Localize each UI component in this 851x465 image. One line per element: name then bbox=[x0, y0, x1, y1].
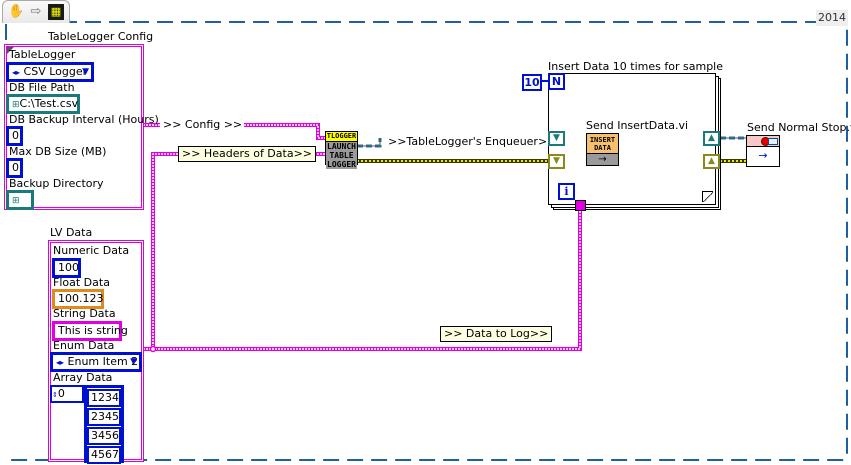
dropdown-arrow-icon[interactable]: ▼ bbox=[130, 357, 137, 367]
queue-shift-register-left: ▼ bbox=[548, 131, 565, 146]
config-cluster[interactable]: TableLogger ◂▸ CSV Logger ▼ DB File Path… bbox=[4, 44, 159, 210]
path-icon: ⊞ bbox=[12, 196, 20, 206]
config-wire-label: >> Config >> bbox=[161, 118, 245, 131]
enum-data-label: Enum Data bbox=[53, 339, 115, 352]
arrow-right-icon[interactable]: ⇨ bbox=[30, 4, 42, 19]
enum-increment-icon[interactable]: ◂▸ bbox=[56, 358, 65, 367]
hand-tool-icon[interactable]: ✋ bbox=[8, 4, 25, 19]
lv-data-cluster-title: LV Data bbox=[50, 226, 93, 239]
tablelogger-label: TableLogger bbox=[9, 48, 76, 61]
launch-vi-body: LAUNCH TABLE LOGGER bbox=[326, 142, 357, 169]
headers-wire bbox=[151, 152, 326, 350]
db-backup-interval-label: DB Backup Interval (Hours) bbox=[9, 113, 159, 126]
float-data-label: Float Data bbox=[53, 276, 110, 289]
insert-vi-label: Send InsertData.vi bbox=[586, 119, 689, 132]
loop-count-terminal: N bbox=[548, 73, 565, 90]
for-loop-label: Insert Data 10 times for sample bbox=[548, 60, 723, 73]
numeric-data-control[interactable]: 100 bbox=[52, 258, 81, 278]
loop-iteration-terminal: i bbox=[558, 183, 575, 200]
array-element[interactable]: 4567 bbox=[87, 446, 121, 464]
data-to-log-wire-label: >> Data to Log>> bbox=[440, 326, 553, 342]
headers-wire-label: >> Headers of Data>> bbox=[178, 146, 317, 162]
dropdown-arrow-icon[interactable]: ▼ bbox=[82, 67, 89, 77]
error-shift-register-left: ▼ bbox=[548, 154, 565, 169]
float-data-control[interactable]: 100.123 bbox=[52, 289, 104, 309]
message-icon bbox=[768, 138, 778, 145]
for-loop[interactable] bbox=[548, 73, 716, 205]
enum-increment-icon[interactable]: ◂▸ bbox=[12, 68, 21, 77]
numeric-data-label: Numeric Data bbox=[53, 244, 130, 257]
send-insert-data-vi[interactable]: INSERT DATA → bbox=[586, 133, 619, 166]
queue-shift-register-right: ▲ bbox=[703, 131, 720, 146]
launch-table-logger-vi[interactable]: TLOGGER LAUNCH TABLE LOGGER bbox=[325, 131, 358, 169]
arrow-right-icon: → bbox=[758, 149, 768, 162]
max-db-size-label: Max DB Size (MB) bbox=[9, 145, 107, 158]
loop-resize-icon[interactable] bbox=[702, 191, 713, 202]
launch-vi-header: TLOGGER bbox=[326, 132, 357, 142]
db-file-path-control[interactable]: ⊞C:\Test.csv bbox=[6, 94, 80, 114]
index-stepper-icon[interactable]: ⇕ bbox=[52, 391, 58, 399]
enqueuer-wire-label: >>TableLogger's Enqueuer>> bbox=[386, 135, 559, 148]
array-element[interactable]: 2345 bbox=[87, 408, 121, 426]
vi-icon[interactable]: ▦ bbox=[48, 4, 64, 20]
lv-data-cluster[interactable]: Numeric Data 100 Float Data 100.123 Stri… bbox=[48, 240, 144, 464]
tablelogger-enum[interactable]: ◂▸ CSV Logger ▼ bbox=[6, 62, 94, 82]
loop-input-tunnel bbox=[575, 200, 586, 211]
array-data-label: Array Data bbox=[53, 371, 113, 384]
enum-data-control[interactable]: ◂▸ Enum Item 2 ▼ bbox=[50, 352, 142, 372]
backup-directory-label: Backup Directory bbox=[9, 177, 104, 190]
max-db-size-control[interactable]: 0 bbox=[6, 158, 23, 178]
array-element[interactable]: 1234 bbox=[87, 389, 121, 407]
cluster-corner bbox=[7, 47, 14, 54]
year-label: 2014 bbox=[816, 10, 848, 26]
config-cluster-title: TableLogger Config bbox=[48, 30, 154, 43]
send-normal-stop-vi[interactable]: → bbox=[746, 135, 780, 167]
stop-vi-label: Send Normal Stop.vi bbox=[747, 121, 851, 134]
stop-vi-header bbox=[747, 136, 779, 147]
db-backup-interval-control[interactable]: 0 bbox=[6, 126, 23, 146]
backup-directory-control[interactable]: ⊞ bbox=[6, 190, 34, 210]
error-shift-register-right: ▲ bbox=[703, 154, 720, 169]
db-file-path-label: DB File Path bbox=[9, 81, 75, 94]
string-data-label: String Data bbox=[53, 307, 116, 320]
insert-vi-header: INSERT DATA bbox=[587, 134, 618, 154]
string-data-control[interactable]: This is string bbox=[52, 321, 128, 341]
diagram-toolbar-tab: ✋ ⇨ ▦ bbox=[2, 0, 70, 23]
arrow-right-icon: → bbox=[587, 154, 618, 165]
path-icon: ⊞ bbox=[12, 100, 20, 110]
loop-count-constant[interactable]: 10 bbox=[522, 74, 542, 91]
array-index-control[interactable]: ⇕0 bbox=[50, 385, 84, 403]
array-element[interactable]: 3456 bbox=[87, 427, 121, 445]
data-to-log-wire bbox=[143, 158, 587, 351]
